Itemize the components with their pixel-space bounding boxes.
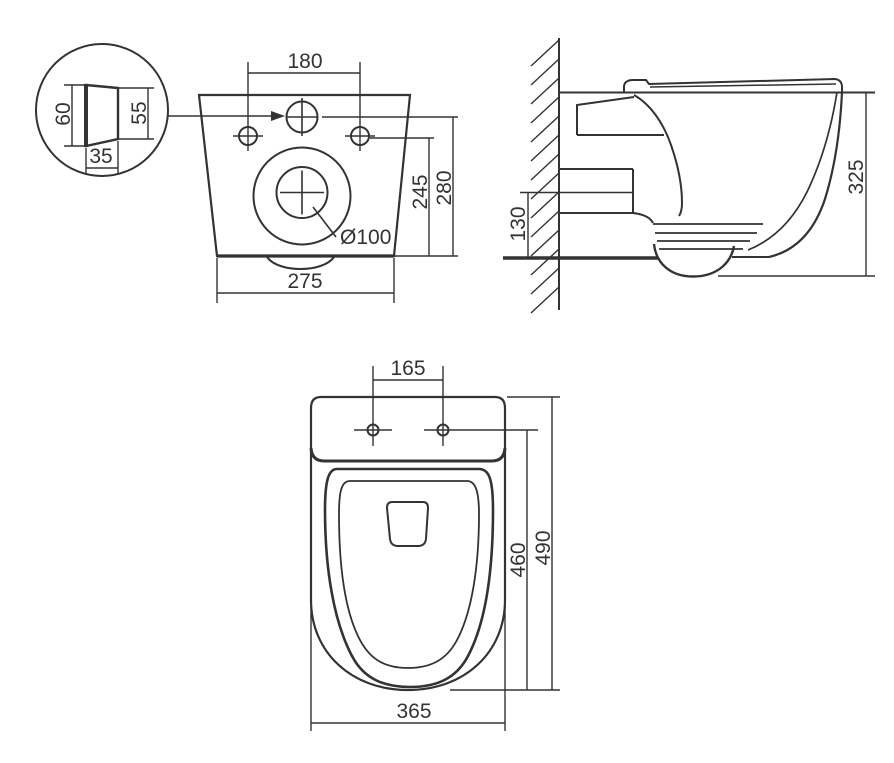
lug-outline	[84, 83, 120, 148]
dim-label-165: 165	[390, 357, 425, 380]
seat-lid-outline	[623, 77, 843, 92]
dim-label-280: 280	[433, 170, 456, 205]
front-view	[197, 62, 458, 303]
dim-label-55: 55	[128, 101, 151, 124]
top-view	[309, 366, 560, 731]
side-view-labels: 130 325	[507, 159, 868, 241]
dim-label-275: 275	[287, 270, 322, 293]
dim-label-490: 490	[532, 530, 555, 565]
dim-label-245: 245	[409, 174, 432, 209]
drain-leader-line	[312, 206, 337, 238]
dim-label-130: 130	[507, 206, 530, 241]
detail-circle	[35, 43, 169, 177]
front-view-labels: 180 245 280 275 Ø100	[287, 50, 456, 293]
wall-hatching	[530, 39, 560, 314]
bowl-front-outer-curve	[768, 91, 844, 259]
plan-shelf-edge	[309, 447, 507, 463]
bowl-front-inner-curve	[747, 91, 838, 251]
leader-arrowhead-icon	[271, 111, 285, 121]
seat-lid-inner-line	[649, 83, 837, 88]
front-bowl-arc	[266, 256, 335, 270]
seat-outer-ring	[323, 467, 495, 689]
dim-label-drain-diameter: Ø100	[340, 226, 391, 249]
flush-channel-outline	[576, 96, 635, 135]
dim-label-180: 180	[287, 50, 322, 73]
seat-inner-ring	[338, 480, 480, 669]
dim-label-60: 60	[52, 102, 75, 125]
bowl-back-curve	[633, 94, 684, 217]
dim-label-35: 35	[89, 145, 112, 168]
top-view-labels: 165 460 490 365	[390, 357, 555, 723]
dim-label-460: 460	[507, 542, 530, 577]
flush-outlet	[385, 501, 430, 547]
dim-label-325: 325	[845, 159, 868, 194]
detail-bubble-labels: 60 55 35	[52, 101, 151, 168]
detail-bubble	[35, 43, 285, 177]
drain-outer-circle	[252, 146, 352, 246]
bowl-underside-curve	[652, 243, 736, 278]
side-view	[503, 38, 875, 314]
drain-inner-circle	[275, 166, 329, 219]
trap-grooves	[653, 223, 763, 250]
dim-label-365: 365	[396, 700, 431, 723]
plan-body-outline	[309, 395, 507, 692]
